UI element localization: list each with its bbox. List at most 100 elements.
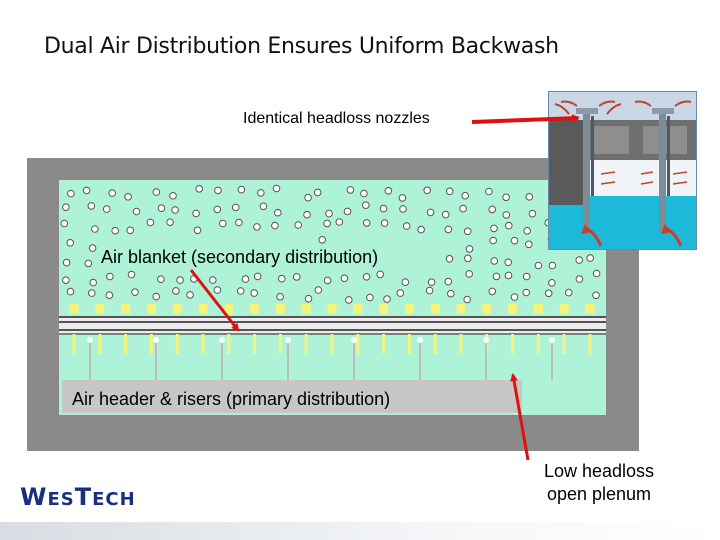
nozzle-stem: [536, 334, 540, 354]
air-bubble: [66, 239, 74, 247]
air-bubble: [417, 225, 425, 234]
air-bubble: [586, 254, 595, 262]
nozzle-cap: [172, 304, 182, 314]
air-bubble: [195, 185, 203, 193]
label-air-blanket: Air blanket (secondary distribution): [101, 247, 379, 267]
nozzle-cap: [69, 304, 79, 314]
air-bubble: [502, 193, 510, 202]
air-bubble: [548, 261, 557, 270]
air-bubble: [426, 208, 435, 217]
air-bubble: [318, 236, 327, 244]
nozzle-stem: [278, 334, 282, 354]
air-bubble: [323, 219, 331, 228]
nozzle-stem: [562, 334, 566, 354]
air-bubble: [166, 218, 174, 226]
nozzle-cap: [198, 304, 208, 314]
nozzle-stem: [304, 334, 308, 354]
air-bubble: [231, 203, 240, 212]
nozzle-stem: [98, 334, 102, 354]
nozzle-row: [69, 304, 595, 354]
air-bubble: [303, 210, 311, 219]
air-bubble: [441, 210, 450, 219]
air-bubble: [398, 194, 407, 202]
air-bubble: [89, 278, 97, 287]
air-bubble: [447, 289, 455, 298]
air-bubble: [172, 287, 180, 295]
air-bubble: [88, 244, 97, 252]
riser-orifice: [219, 337, 225, 343]
air-bubble: [62, 276, 70, 285]
air-bubble: [376, 270, 385, 279]
air-bubble: [259, 202, 268, 211]
air-bubble: [523, 227, 531, 235]
nozzle-cap: [456, 304, 466, 314]
air-bubble: [314, 286, 323, 294]
air-bubble: [444, 225, 453, 234]
air-bubble: [399, 205, 407, 213]
air-bubble: [209, 276, 217, 284]
air-bubble: [304, 294, 313, 303]
air-bubble: [127, 270, 136, 279]
air-bubble: [464, 254, 472, 263]
air-bubble: [171, 206, 179, 214]
air-bubble: [488, 287, 497, 296]
nozzle-stem: [356, 334, 360, 354]
riser-orifice: [87, 337, 93, 343]
nozzle-stem: [175, 334, 179, 354]
air-bubble: [366, 293, 374, 302]
nozzle-stem: [407, 334, 411, 354]
air-bubble: [544, 289, 553, 298]
air-bubble: [169, 192, 177, 200]
air-bubble: [525, 240, 533, 249]
nozzle-cap: [430, 304, 440, 314]
air-bubble: [401, 278, 410, 287]
nozzle-stem: [511, 334, 515, 354]
nozzle-stem: [253, 334, 257, 354]
air-bubble: [445, 254, 454, 263]
label-air-header: Air header & risers (primary distributio…: [62, 380, 522, 413]
nozzle-stem: [433, 334, 437, 354]
nozzle-cap: [224, 304, 234, 314]
air-bubble: [152, 188, 161, 196]
air-bubble: [186, 291, 194, 299]
air-bubble: [463, 227, 472, 236]
footer-bar: [0, 522, 720, 540]
air-bubble: [253, 223, 261, 231]
air-bubble: [84, 259, 93, 268]
air-bubble: [192, 209, 200, 218]
label-identical-nozzles: Identical headloss nozzles: [243, 110, 430, 127]
air-bubble: [176, 276, 184, 284]
air-bubble: [60, 219, 69, 228]
air-bubble: [213, 205, 222, 214]
air-bubble: [219, 219, 227, 228]
air-bubble: [131, 288, 139, 297]
air-bubble: [465, 245, 474, 253]
westech-logo: WESTECH: [20, 482, 180, 510]
air-bubble: [346, 186, 355, 194]
air-bubble: [126, 226, 134, 235]
air-bubble: [278, 274, 286, 283]
air-bubble: [235, 218, 243, 227]
air-bubble: [548, 279, 556, 287]
air-bubble: [62, 203, 70, 211]
air-bubble: [157, 204, 166, 212]
nozzle-stem: [124, 334, 128, 354]
nozzle-stem: [72, 334, 76, 354]
air-bubble: [360, 189, 368, 198]
air-bubble: [534, 261, 543, 270]
air-bubble: [490, 257, 499, 265]
air-bubble: [271, 221, 279, 230]
nozzle-cap: [327, 304, 337, 314]
air-bubble: [565, 288, 573, 297]
nozzle-cap: [508, 304, 518, 314]
air-bubble: [323, 276, 332, 285]
riser-orifice: [285, 337, 291, 343]
riser-orifice: [549, 337, 555, 343]
air-bubble: [489, 236, 498, 245]
nozzle-cap: [482, 304, 492, 314]
air-bubble: [444, 277, 453, 286]
air-bubble: [292, 273, 301, 281]
nozzle-stem: [330, 334, 334, 354]
air-bubble: [190, 275, 198, 283]
